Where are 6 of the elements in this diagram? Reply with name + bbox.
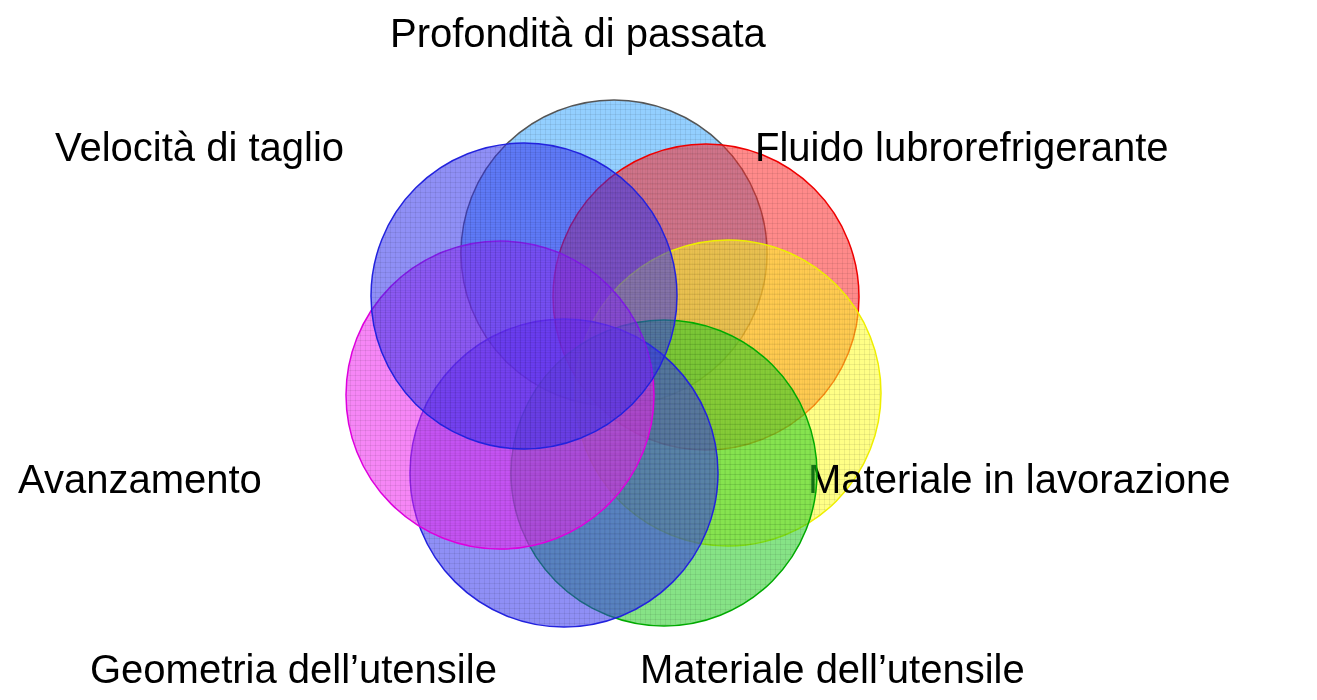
circle-label: Fluido lubrorefrigerante xyxy=(755,124,1169,170)
circle-label: Geometria dell’utensile xyxy=(90,646,497,692)
circle-label: Profondità di passata xyxy=(390,10,766,56)
circle-label: Materiale dell’utensile xyxy=(640,646,1025,692)
circle-label: Avanzamento xyxy=(18,456,262,502)
circle-label: Velocità di taglio xyxy=(55,124,345,170)
